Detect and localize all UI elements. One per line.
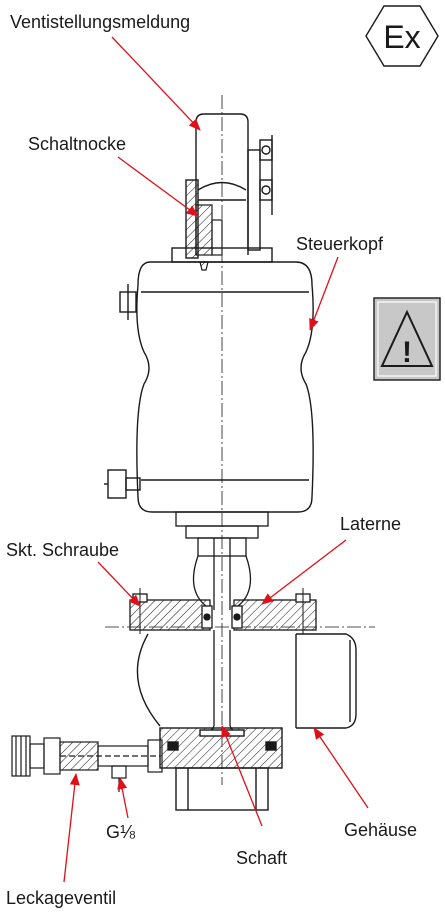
arrow-laterne — [261, 539, 347, 605]
upper-flange — [129, 588, 317, 634]
arrow-schaft — [221, 725, 263, 827]
label-steuerkopf: Steuerkopf — [296, 234, 384, 254]
arrow-leckage — [63, 773, 80, 883]
warning-exclamation: ! — [402, 336, 412, 369]
valve-body — [136, 633, 357, 811]
lantern — [175, 511, 269, 610]
leakage-valve — [11, 735, 163, 792]
ex-badge-text: Ex — [383, 19, 420, 55]
label-g18: G⅛ — [106, 822, 136, 842]
arrow-gehaeuse — [313, 727, 369, 809]
warning-sign: ! — [373, 297, 441, 381]
arrow-schaltnocke — [117, 156, 199, 217]
arrow-steuerkopf — [309, 256, 339, 331]
label-skt-schraube: Skt. Schraube — [6, 540, 120, 560]
leader-arrows — [63, 36, 369, 883]
arrow-schraube — [97, 561, 141, 607]
label-leckageventil: Leckageventil — [6, 888, 117, 908]
position-indicator — [185, 113, 273, 259]
label-schaltnocke: Schaltnocke — [28, 134, 127, 154]
label-laterne: Laterne — [340, 514, 402, 534]
label-ventistellungsmeldung: Ventistellungsmeldung — [10, 12, 191, 32]
label-gehaeuse: Gehäuse — [344, 820, 418, 840]
switching-cam — [195, 204, 223, 271]
label-schaft: Schaft — [236, 848, 288, 868]
ex-marking-badge: Ex — [365, 5, 439, 67]
arrow-ventil — [111, 36, 201, 131]
arrow-g18 — [117, 777, 129, 819]
control-head — [104, 247, 314, 513]
